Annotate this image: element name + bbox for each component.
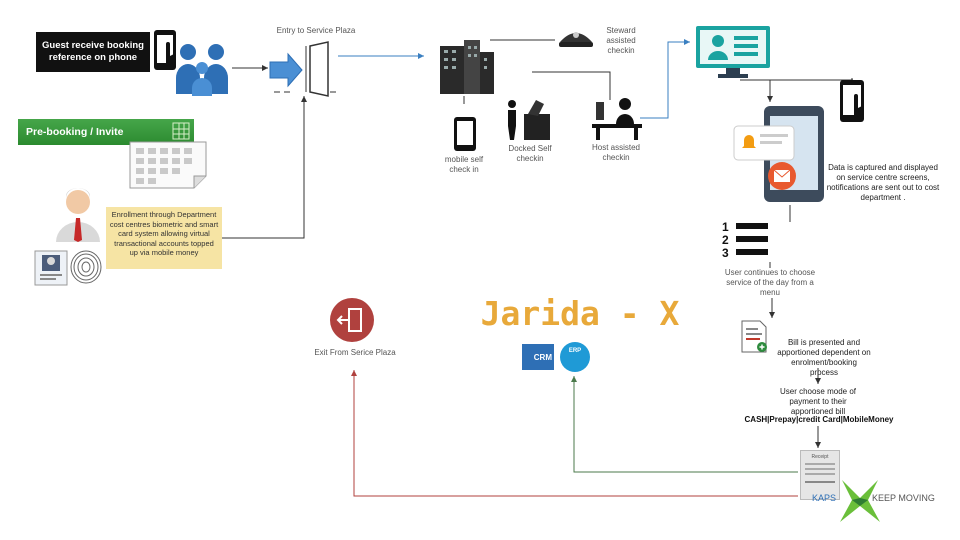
data-captured-label: Data is captured and displayed on servic… bbox=[826, 163, 940, 202]
phone-tap-right-icon bbox=[840, 80, 864, 122]
docked-kiosk-icon bbox=[508, 100, 550, 140]
guest-booking-box: Guest receive booking reference on phone bbox=[36, 32, 150, 72]
connector-building-to-checkins bbox=[463, 71, 611, 104]
docked-self-label: Docked Self checkin bbox=[508, 144, 552, 163]
connector-checkin-to-monitor bbox=[640, 39, 690, 119]
fingerprint-icon bbox=[70, 250, 102, 284]
receipt-total-line bbox=[805, 481, 835, 483]
bill-document-icon bbox=[741, 320, 767, 353]
entry-label: Entry to Service Plaza bbox=[276, 26, 356, 35]
guest-booking-text: Guest receive booking reference on phone bbox=[42, 40, 144, 63]
connector-tablet-to-menu bbox=[769, 205, 791, 268]
receipt-title: Receipt bbox=[811, 454, 829, 460]
connector-enrollment-to-entry bbox=[222, 96, 307, 239]
prebooking-banner: Pre-booking / Invite bbox=[18, 119, 194, 145]
phone-tap-icon bbox=[154, 30, 176, 70]
menu-bar-2 bbox=[736, 236, 768, 242]
steward-cap-icon bbox=[559, 32, 593, 47]
mobile-self-icon bbox=[454, 117, 476, 151]
building-icon bbox=[440, 40, 494, 94]
erp-icon: ERP bbox=[560, 342, 590, 372]
monitor-profile-icon bbox=[696, 26, 770, 78]
payment-label: User choose mode of payment to their app… bbox=[779, 387, 857, 416]
steward-label: Steward assisted checkin bbox=[606, 26, 636, 55]
user-continues-label: User continues to choose service of the … bbox=[724, 268, 816, 297]
host-assisted-label: Host assisted checkin bbox=[591, 143, 641, 162]
menu-bar-1 bbox=[736, 223, 768, 229]
guest-group-icon bbox=[176, 44, 228, 96]
menu-number-1: 1 bbox=[722, 220, 729, 234]
menu-number-3: 3 bbox=[722, 246, 729, 260]
payment-modes: CASH|Prepay|credit Card|MobileMoney bbox=[744, 415, 894, 424]
connector-receipt-to-erp bbox=[571, 376, 798, 473]
receipt-line-3 bbox=[805, 473, 835, 475]
kaps-logo-mark bbox=[840, 480, 880, 522]
enrollment-text: Enrollment through Department cost centr… bbox=[109, 210, 219, 257]
receipt-icon: Receipt bbox=[800, 450, 840, 500]
crm-icon: CRM bbox=[522, 344, 554, 370]
grid-icon bbox=[172, 122, 190, 140]
calendar-icon bbox=[129, 141, 207, 189]
connector-receipt-to-exit bbox=[351, 370, 798, 497]
host-desk-icon bbox=[592, 98, 642, 140]
id-card-icon bbox=[34, 250, 68, 286]
receipt-line-2 bbox=[805, 468, 835, 470]
exit-label: Exit From Serice Plaza bbox=[314, 348, 396, 357]
logo-right-text: KEEP MOVING bbox=[872, 493, 935, 503]
jarida-watermark: Jarida - X bbox=[480, 294, 680, 333]
bill-label: Bill is presented and apportioned depend… bbox=[777, 338, 871, 377]
mobile-self-label: mobile self check in bbox=[444, 155, 484, 174]
logo-left-text: KAPS bbox=[812, 493, 837, 503]
businessman-icon bbox=[56, 188, 100, 242]
prebooking-text: Pre-booking / Invite bbox=[26, 126, 124, 138]
crm-label: CRM bbox=[533, 352, 552, 362]
receipt-line-1 bbox=[805, 463, 835, 465]
enrollment-box: Enrollment through Department cost centr… bbox=[106, 207, 222, 269]
entry-door-icon bbox=[269, 41, 336, 97]
exit-door-icon bbox=[330, 298, 374, 342]
erp-label: ERP bbox=[568, 348, 582, 354]
menu-bar-3 bbox=[736, 249, 768, 255]
menu-number-2: 2 bbox=[722, 233, 729, 247]
tablet-notification-icon bbox=[733, 106, 824, 202]
